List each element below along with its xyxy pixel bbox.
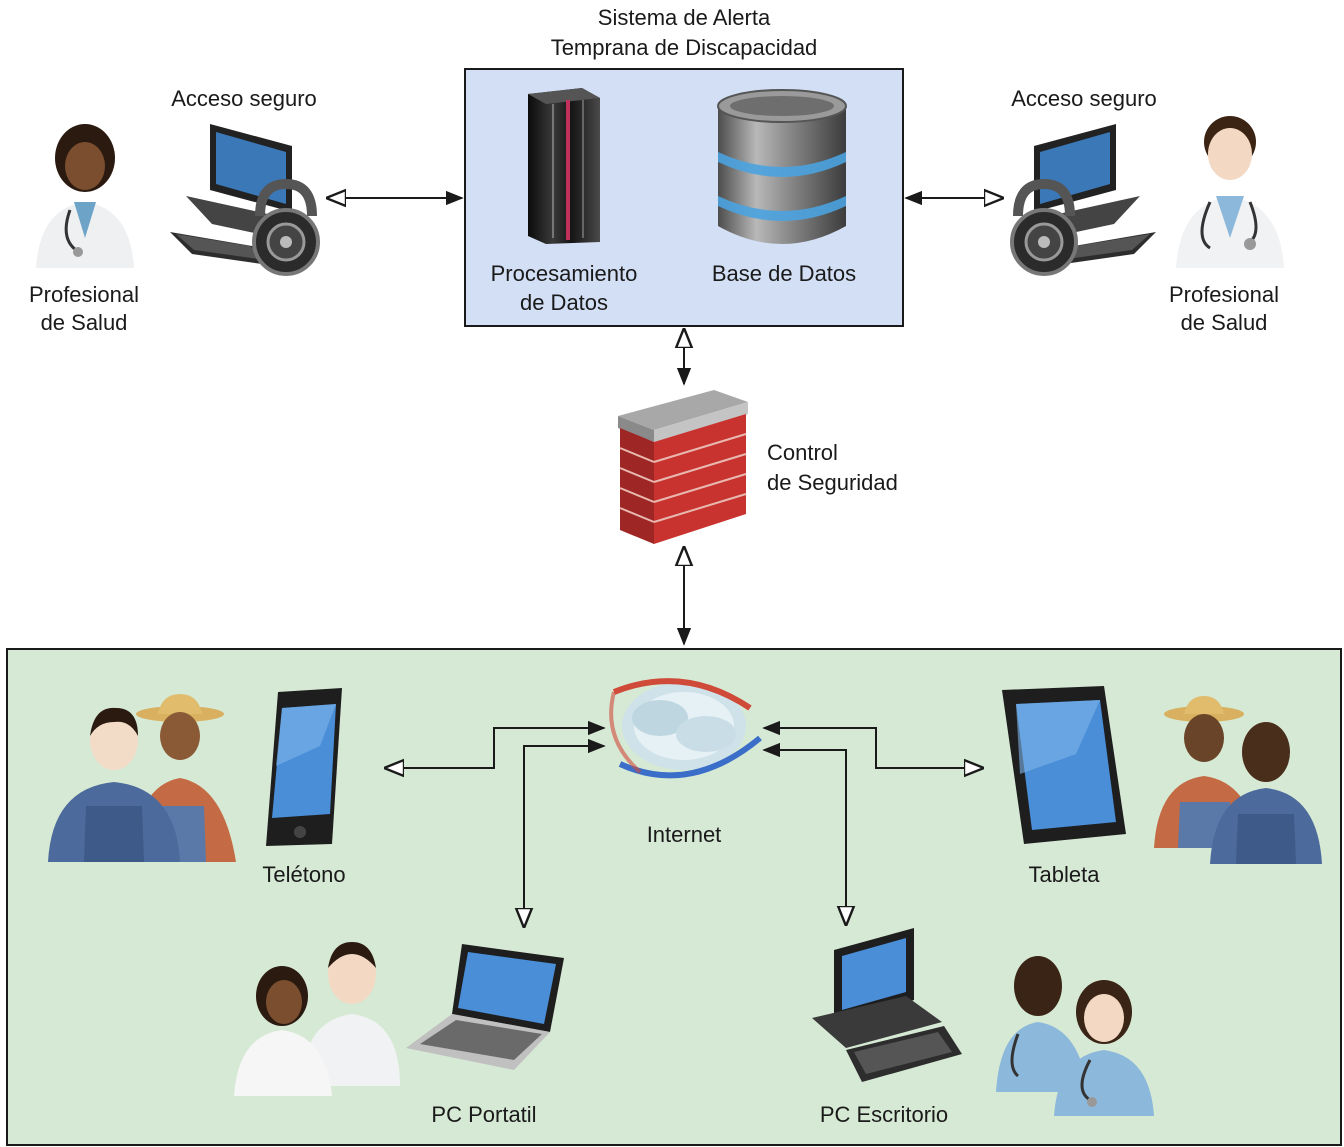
- internet-label: Internet: [646, 822, 722, 847]
- desktop-computer-icon: [812, 928, 962, 1082]
- system-title-line1: Sistema de Alerta: [597, 5, 771, 30]
- tablet-icon: [1002, 686, 1126, 844]
- doctor-male-icon: [1176, 116, 1284, 268]
- phone-label: Telétono: [262, 862, 346, 887]
- database-icon: [717, 89, 847, 244]
- doctors-group-icon: [234, 942, 400, 1096]
- desktop-label: PC Escritorio: [819, 1102, 949, 1127]
- right-professional-line1: Profesional: [1168, 282, 1280, 307]
- server-icon: [528, 88, 600, 244]
- left-professional-line2: de Salud: [40, 310, 128, 335]
- left-access-label: Acceso seguro: [171, 86, 317, 111]
- processing-label-line2: de Datos: [519, 290, 609, 315]
- right-access-label: Acceso seguro: [1011, 86, 1157, 111]
- right-professional-line2: de Salud: [1180, 310, 1268, 335]
- doctor-female-icon: [36, 124, 134, 268]
- system-title-line2: Temprana de Discapacidad: [550, 35, 818, 60]
- laptop-label: PC Portatil: [431, 1102, 537, 1127]
- database-label: Base de Datos: [711, 261, 857, 286]
- processing-label-line1: Procesamiento: [490, 261, 638, 286]
- firewall-label-line1: Control: [767, 440, 838, 465]
- doctors-group-icon-right: [996, 956, 1154, 1116]
- internet-globe-icon: [609, 678, 762, 779]
- tablet-label: Tableta: [1028, 862, 1100, 887]
- secure-computer-icon-right: [1010, 124, 1156, 276]
- firewall-label-line2: de Seguridad: [767, 470, 898, 495]
- farmers-group-icon: [48, 694, 236, 862]
- smartphone-icon: [266, 688, 342, 846]
- left-professional-line1: Profesional: [28, 282, 140, 307]
- firewall-icon: [618, 390, 748, 544]
- farmers-group-icon-right: [1154, 696, 1322, 864]
- secure-computer-icon: [170, 124, 320, 276]
- laptop-icon: [406, 944, 564, 1070]
